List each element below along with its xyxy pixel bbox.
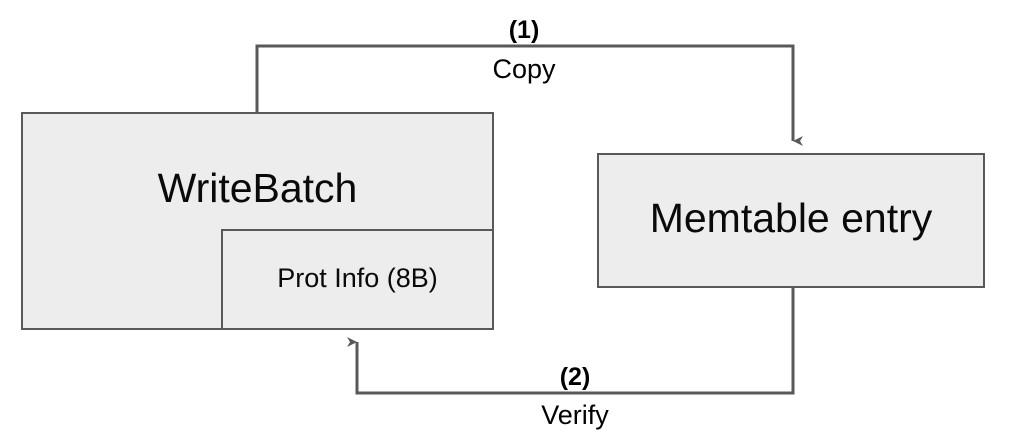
node-memtable-entry bbox=[597, 153, 985, 288]
edge-copy-number: (1) bbox=[508, 16, 540, 44]
node-prot-info-label: Prot Info (8B) bbox=[277, 263, 438, 293]
edge-copy-label: Copy bbox=[492, 54, 556, 84]
node-prot-info bbox=[221, 229, 494, 330]
edge-copy bbox=[255, 44, 803, 146]
copy-edge-path bbox=[255, 44, 803, 146]
node-memtable-entry-label: Memtable entry bbox=[649, 195, 933, 241]
node-writebatch-label: WriteBatch bbox=[157, 165, 358, 211]
edge-verify-number: (2) bbox=[559, 363, 591, 391]
verify-edge-path bbox=[347, 288, 795, 395]
edge-verify-label: Verify bbox=[541, 400, 609, 430]
edge-verify bbox=[347, 288, 795, 395]
